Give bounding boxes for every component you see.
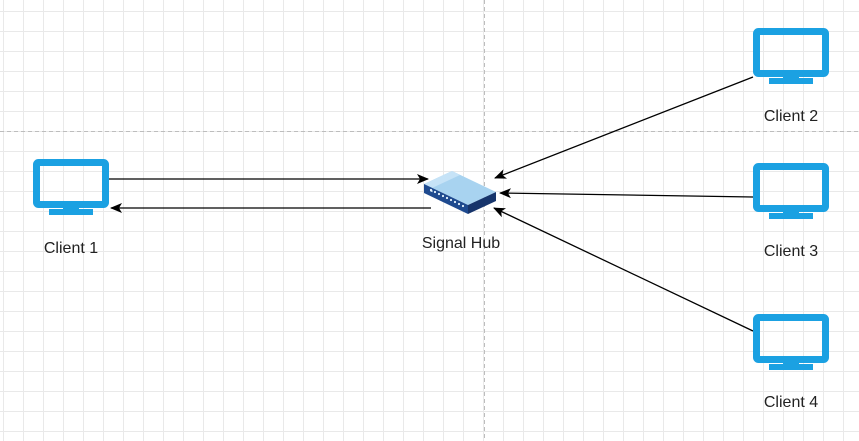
- connection-client-3-to-hub[interactable]: [499, 188, 754, 199]
- connections: [109, 76, 754, 332]
- client-2-label: Client 2: [764, 108, 818, 125]
- connection-client-4-to-hub[interactable]: [493, 207, 754, 332]
- connection-client-2-to-hub[interactable]: [494, 76, 754, 179]
- monitor-icon: [757, 167, 826, 220]
- client-1-label: Client 1: [44, 240, 98, 257]
- monitor-icon: [37, 163, 106, 216]
- hub-label: Signal Hub: [422, 235, 500, 252]
- network-switch-icon: [424, 171, 496, 214]
- client-4-label: Client 4: [764, 394, 818, 411]
- monitor-icon: [757, 32, 826, 85]
- client-3-label: Client 3: [764, 243, 818, 260]
- signal-hub-node[interactable]: Signal Hub: [422, 171, 500, 252]
- client-1-node[interactable]: Client 1: [37, 163, 106, 258]
- client-3-node[interactable]: Client 3: [757, 167, 826, 261]
- client-2-node[interactable]: Client 2: [757, 32, 826, 126]
- monitor-icon: [757, 318, 826, 371]
- client-4-node[interactable]: Client 4: [757, 318, 826, 412]
